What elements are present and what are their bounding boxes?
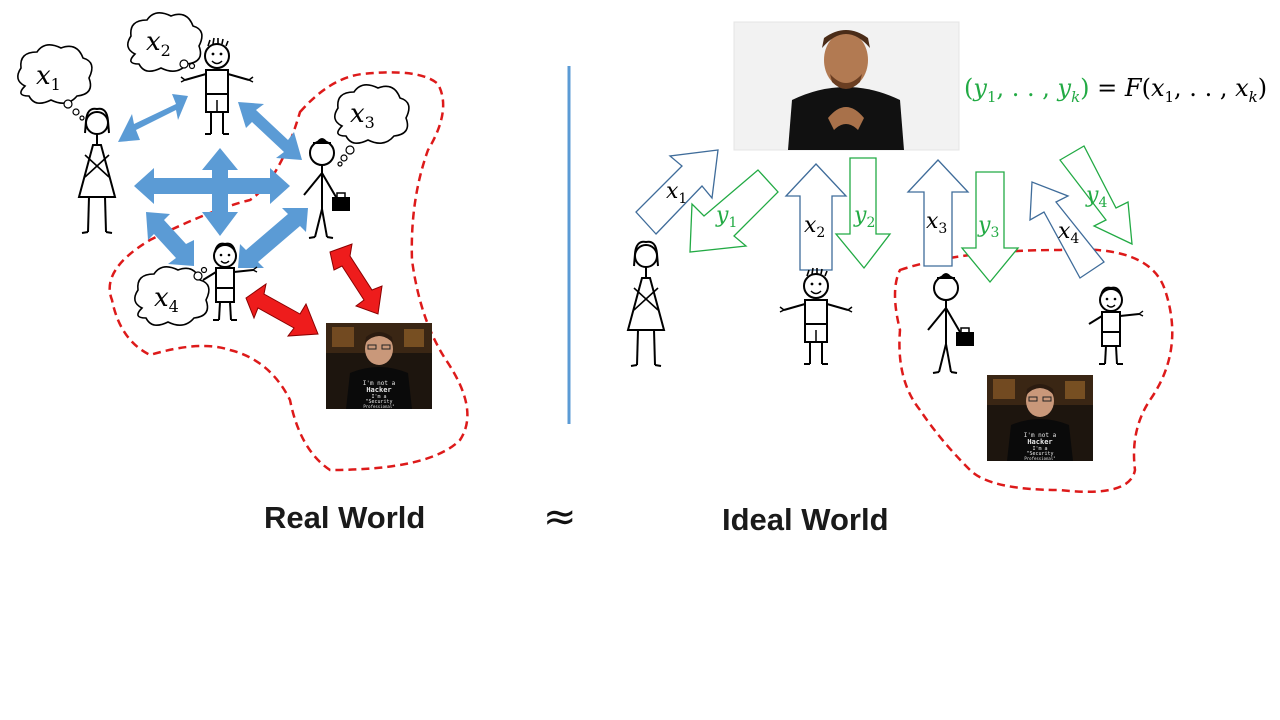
- thought-var-x4: x: [154, 283, 169, 313]
- arrow-girl-kid: [146, 212, 194, 266]
- ideal-party-businessman-figure: [927, 272, 975, 374]
- thought-cloud-x3: x3: [333, 84, 410, 167]
- shirt-text-line-1: I'm not a: [363, 380, 396, 387]
- ideal-party-boy-figure: [779, 267, 853, 365]
- thought-sub-x3: 3: [365, 113, 375, 132]
- ideal-party-girl-figure: [627, 240, 665, 367]
- svg-text:x3: x3: [926, 209, 947, 237]
- svg-text:x1: x1: [36, 61, 61, 94]
- svg-text:x1: x1: [666, 179, 687, 207]
- svg-text:x2: x2: [146, 27, 171, 60]
- svg-text:y4: y4: [1085, 183, 1107, 211]
- input-arrow-x3: x3: [906, 159, 970, 267]
- shirt-text-line-2-right: Hacker: [1027, 438, 1052, 446]
- arrow-kid-hacker: [245, 282, 319, 337]
- real-world-caption: Real World: [264, 500, 426, 535]
- svg-text:y1: y1: [715, 203, 737, 231]
- ideal-world-caption: Ideal World: [722, 502, 889, 537]
- thought-var-x2: x: [146, 27, 161, 57]
- thought-cloud-x4: x4: [134, 265, 210, 327]
- corrupted-parties-boundary: [108, 71, 469, 472]
- thought-var-x3: x: [350, 99, 365, 129]
- shirt-text-line-4: "Security: [365, 399, 392, 405]
- output-arrow-y3: y3: [960, 171, 1020, 284]
- thought-sub-x1: 1: [51, 75, 61, 94]
- approx-symbol: ≈: [543, 494, 577, 540]
- shirt-text-line-1-right: I'm not a: [1024, 432, 1057, 439]
- svg-text:x4: x4: [154, 283, 179, 316]
- output-arrow-y4: y4: [1059, 145, 1133, 246]
- real-world-panel: x1 x2 x3 x4 I'm not a Hacker I'm a: [16, 11, 469, 472]
- thought-sub-x2: 2: [161, 41, 171, 60]
- party-girl-figure: [78, 107, 116, 234]
- input-arrow-x1: x1: [635, 149, 719, 235]
- shirt-text-line-3-right: I'm a: [1032, 446, 1047, 452]
- svg-text:x3: x3: [350, 99, 375, 132]
- red-communication-arrows: [245, 243, 383, 337]
- ideal-party-kid-figure: [1088, 286, 1144, 365]
- trusted-party-photo: [733, 21, 960, 151]
- svg-text:y2: y2: [853, 203, 875, 231]
- arrow-businessman-hacker: [329, 243, 383, 315]
- ideal-functionality-formula: (y1, . . , yk) = F(x1, . . , xk): [964, 74, 1267, 106]
- svg-text:y3: y3: [977, 213, 999, 241]
- arrow-boy-businessman: [238, 102, 302, 160]
- corrupted-parties-boundary-right: [893, 248, 1174, 494]
- thought-var-x1: x: [36, 61, 51, 91]
- shirt-text-line-3: I'm a: [371, 394, 386, 400]
- party-businessman-figure: [303, 137, 351, 239]
- output-arrow-y1: y1: [689, 169, 779, 253]
- input-arrow-x4: x4: [1029, 181, 1105, 279]
- shirt-text-line-4-right: "Security: [1026, 451, 1053, 457]
- input-arrow-x2: x2: [784, 163, 848, 271]
- arrow-girl-boy: [118, 94, 188, 142]
- arrow-vertical: [202, 148, 238, 236]
- ideal-world-panel: (y1, . . , yk) = F(x1, . . , xk) x1 y1 x…: [627, 21, 1267, 494]
- arrow-kid-businessman: [238, 208, 308, 268]
- hacker-photo-left: I'm not a Hacker I'm a "Security Profess…: [325, 322, 433, 410]
- thought-cloud-x2: x2: [127, 11, 203, 72]
- blue-communication-arrows: [118, 94, 308, 268]
- shirt-text-line-2: Hacker: [366, 386, 391, 394]
- thought-cloud-x1: x1: [16, 43, 93, 121]
- output-arrow-y2: y2: [834, 157, 892, 270]
- hacker-photo-right: I'm not a Hacker I'm a "Security Profess…: [986, 374, 1094, 462]
- shirt-text-line-5-right: Professional": [1024, 456, 1055, 461]
- shirt-text-line-5: Professional": [363, 404, 394, 409]
- svg-text:x2: x2: [804, 213, 825, 241]
- svg-text:x4: x4: [1058, 219, 1079, 247]
- thought-sub-x4: 4: [169, 297, 179, 316]
